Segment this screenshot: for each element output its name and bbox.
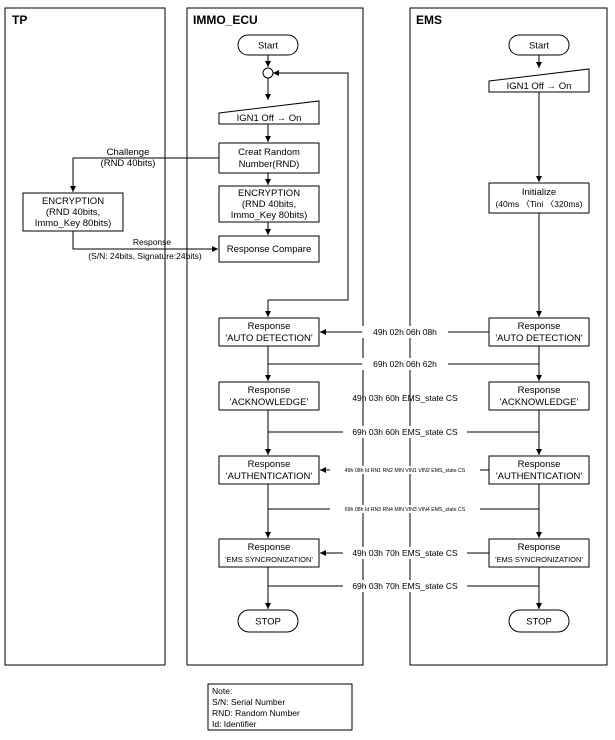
- ems-resp-auth-box: [488, 455, 590, 485]
- ems-resp-ack-box: [488, 381, 590, 411]
- immo-encryption-line2: (RND 40bits,: [242, 199, 296, 210]
- immo-resp-sync-line2: 'EMS SYNCRONIZATION': [225, 555, 313, 564]
- ems-resp-auth-line1: Response: [518, 459, 561, 470]
- msg-label-7: 49h 03h 70h EMS_state CS: [352, 548, 458, 558]
- immo-creat-random-line1: Creat Random: [238, 147, 300, 158]
- ems-resp-auto-line1: Response: [518, 321, 561, 332]
- msg-label-5: 49h 08h Id RN1 RN2 MIN VIN1 VIN2 EMS_sta…: [345, 468, 466, 474]
- challenge-arrow: [70, 157, 219, 192]
- tp-lane-title: TP: [12, 13, 27, 27]
- challenge-label-line1: Challenge: [107, 147, 150, 158]
- ems-stop-terminal: [508, 609, 570, 633]
- ems-initialize-line2: (40ms 〈Tini 〈320ms): [495, 199, 582, 209]
- ems-resp-sync-line1: Response: [518, 542, 561, 553]
- immo-resp-ack-line1: Response: [248, 385, 291, 396]
- tp-lane: [4, 7, 166, 666]
- note-line-1: S/N: Serial Number: [212, 697, 285, 707]
- ems-initialize-box: [488, 182, 590, 214]
- ems-resp-sync-box: [488, 538, 590, 568]
- msg-label-2: 69h 02h 06h 62h: [373, 359, 437, 369]
- note-line-3: Id: Identifier: [212, 719, 257, 729]
- tp-encryption-line1: ENCRYPTION: [42, 196, 104, 207]
- immo-resp-auto-box: [218, 317, 320, 347]
- ems-ign-label: IGN1 Off → On: [507, 81, 572, 92]
- note-line-2: RND: Random Number: [212, 708, 300, 718]
- immo-response-compare-box: [218, 235, 320, 263]
- immo-stop-terminal: [237, 609, 299, 633]
- immo-resp-auth-box: [218, 455, 320, 485]
- immo-resp-auto-line1: Response: [248, 321, 291, 332]
- ems-resp-sync-line2: 'EMS SYNCRONIZATION': [495, 555, 583, 564]
- response-label-line1: Response: [133, 237, 172, 247]
- ems-resp-ack-line2: 'ACKNOWLEDGE': [500, 397, 579, 408]
- ems-initialize-line1: Initialize: [522, 187, 556, 198]
- immo-response-compare-label: Response Compare: [227, 244, 312, 255]
- ems-resp-ack-line1: Response: [518, 385, 561, 396]
- response-label-line2: (S/N: 24bits, Signature:24bits): [88, 251, 202, 261]
- immo-start-label: Start: [258, 41, 278, 52]
- immo-ign-input-box: [218, 100, 320, 125]
- immo-encryption-line3: Immo_Key 80bits): [231, 210, 308, 221]
- immo-lane-title: IMMO_ECU: [193, 13, 258, 27]
- ems-start-label: Start: [529, 41, 549, 52]
- ems-resp-auto-line2: 'AUTO DETECTION': [495, 333, 583, 344]
- tp-encryption-line3: Immo_Key 80bits): [35, 218, 112, 229]
- immo-resp-sync-box: [218, 538, 320, 568]
- immo-encryption-line1: ENCRYPTION: [238, 188, 300, 199]
- immo-stop-label: STOP: [255, 617, 281, 628]
- msg-label-6: 69h 08h Id RN3 RN4 MIN VIN3 VIN4 EMS_sta…: [345, 507, 466, 513]
- tp-encryption-box: [22, 192, 124, 232]
- immo-ign-label: IGN1 Off → On: [237, 113, 302, 124]
- response-arrow: [72, 231, 218, 252]
- challenge-label-line2: (RND 40bits): [101, 158, 156, 169]
- immo-resp-auth-line2: 'AUTHENTICATION': [226, 471, 312, 482]
- note-title: Note:: [212, 686, 232, 696]
- immo-merge-connector: [262, 67, 274, 79]
- immo-resp-auto-line2: 'AUTO DETECTION': [225, 333, 313, 344]
- msg-label-4: 69h 03h 60h EMS_state CS: [352, 427, 458, 437]
- ems-stop-label: STOP: [526, 617, 552, 628]
- msg-label-3: 49h 03h 60h EMS_state CS: [352, 393, 458, 403]
- immo-resp-ack-box: [218, 381, 320, 411]
- msg-label-8: 69h 03h 70h EMS_state CS: [352, 581, 458, 591]
- immo-resp-ack-line2: 'ACKNOWLEDGE': [230, 397, 309, 408]
- ems-ign-input-box: [488, 68, 590, 93]
- ems-resp-auth-line2: 'AUTHENTICATION': [496, 471, 582, 482]
- immo-resp-auth-line1: Response: [248, 459, 291, 470]
- immo-encryption-box: [218, 185, 320, 223]
- note-box: [207, 683, 353, 731]
- immo-creat-random-line2: Number(RND): [239, 159, 300, 170]
- ems-lane-title: EMS: [416, 13, 442, 27]
- tp-encryption-line2: (RND 40bits,: [46, 207, 100, 218]
- ems-resp-auto-box: [488, 317, 590, 347]
- immo-resp-sync-line1: Response: [248, 542, 291, 553]
- msg-label-1: 49h 02h 06h 08h: [373, 327, 437, 337]
